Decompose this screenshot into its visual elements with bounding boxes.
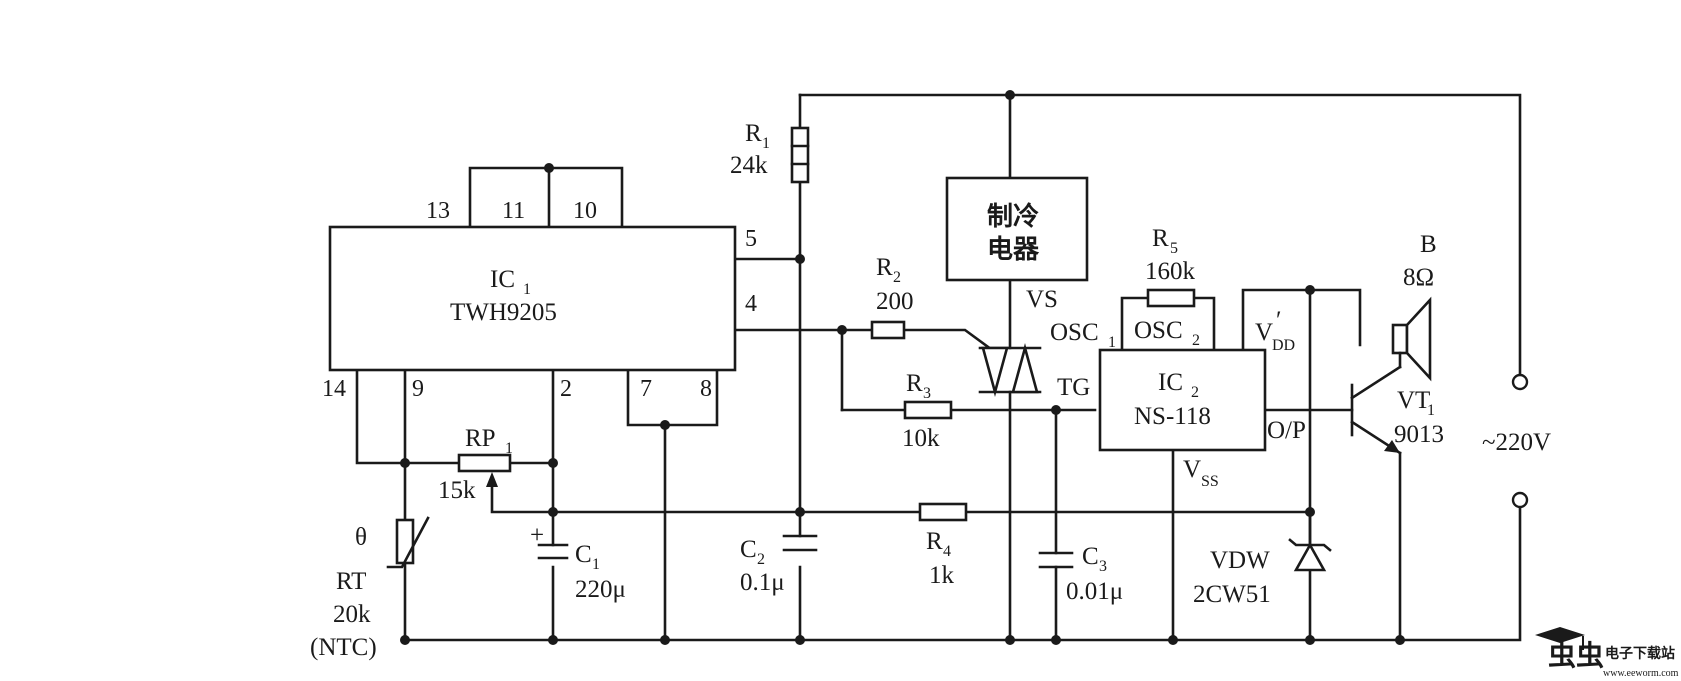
supply-label: ~220V xyxy=(1482,429,1551,456)
speaker-name: B xyxy=(1420,231,1437,258)
ic2-vdd-sub: DD xyxy=(1272,337,1295,354)
ac-supply-terminals: ~220V xyxy=(1482,373,1551,509)
r2-resistor: R 2 200 xyxy=(870,254,914,340)
r1-value: 24k xyxy=(730,152,768,179)
vdw-zener-diode: VDW 2CW51 xyxy=(1193,538,1332,608)
load-line2: 电器 xyxy=(987,235,1040,265)
r2-name: R xyxy=(876,254,893,281)
ic1-chip: IC 1 TWH9205 13 11 10 5 4 14 9 2 7 8 xyxy=(322,198,757,402)
rp1-value: 15k xyxy=(438,477,476,504)
ic2-tg: TG xyxy=(1057,374,1090,401)
refrigeration-appliance-load: 制冷 电器 xyxy=(945,176,1089,282)
c2-value: 0.1μ xyxy=(740,569,785,596)
rp1-name: RP xyxy=(465,425,496,452)
ic1-pin14: 14 xyxy=(322,376,346,402)
c3-capacitor: C 3 0.01μ xyxy=(1038,543,1123,605)
rt-type: (NTC) xyxy=(310,634,377,661)
r4-sub: 4 xyxy=(943,543,951,560)
r4-resistor: R 4 1k xyxy=(918,502,968,589)
vt1-transistor: VT 1 9013 xyxy=(1350,365,1444,455)
r3-resistor: R 3 10k xyxy=(902,370,953,452)
ic1-pin13: 13 xyxy=(426,198,450,224)
ic1-pin10: 10 xyxy=(573,198,597,224)
rt-name: RT xyxy=(336,568,366,595)
ic2-vss: V xyxy=(1183,456,1201,483)
rt-value: 20k xyxy=(333,601,371,628)
vt1-part: 9013 xyxy=(1394,421,1444,448)
ic2-osc1-sub: 1 xyxy=(1108,334,1116,351)
vt1-sub: 1 xyxy=(1427,402,1435,419)
c2-name: C xyxy=(740,536,757,563)
ic1-pin5: 5 xyxy=(745,226,757,252)
vs-triac: VS xyxy=(978,286,1058,397)
ic2-part: NS-118 xyxy=(1134,403,1211,430)
ic1-sub: 1 xyxy=(523,281,531,298)
ic2-osc1: OSC xyxy=(1050,319,1099,346)
watermark-url: www.eeworm.com xyxy=(1603,668,1679,679)
speaker-b: B 8Ω xyxy=(1391,231,1437,382)
site-watermark: 虫虫 电子下载站 www.eeworm.com xyxy=(1535,627,1679,679)
r1-resistor: R 1 24k xyxy=(730,120,810,184)
r1-sub: 1 xyxy=(762,135,770,152)
ic1-pin9: 9 xyxy=(412,376,424,402)
ic1-pin7: 7 xyxy=(640,376,652,402)
ic1-name: IC xyxy=(490,266,515,293)
ic2-osc2: OSC xyxy=(1134,317,1183,344)
ic1-part: TWH9205 xyxy=(450,299,557,326)
r3-name: R xyxy=(906,370,923,397)
c1-plus: + xyxy=(530,522,544,549)
vdw-part: 2CW51 xyxy=(1193,581,1271,608)
r1-name: R xyxy=(745,120,762,147)
r4-name: R xyxy=(926,528,943,555)
ic2-chip: IC 2 NS-118 OSC 1 OSC 2 TG V DD ′ O/P V … xyxy=(1050,307,1306,490)
ic2-sub: 2 xyxy=(1191,384,1199,401)
r3-sub: 3 xyxy=(923,385,931,402)
watermark-tagline: 电子下载站 xyxy=(1605,645,1675,662)
ic1-pin8: 8 xyxy=(700,376,712,402)
c1-sub: 1 xyxy=(592,556,600,573)
watermark-brand: 虫虫 xyxy=(1548,640,1604,672)
rt-theta: θ xyxy=(355,524,367,551)
r5-name: R xyxy=(1152,225,1169,252)
c1-name: C xyxy=(575,541,592,568)
ic2-vss-sub: SS xyxy=(1201,473,1219,490)
ic2-vdd: V xyxy=(1255,319,1273,346)
vs-name: VS xyxy=(1026,286,1058,313)
rp1-sub: 1 xyxy=(505,440,513,457)
ic1-pin11: 11 xyxy=(502,198,525,224)
load-line1: 制冷 xyxy=(987,201,1039,232)
r2-value: 200 xyxy=(876,288,914,315)
c1-capacitor: + C 1 220μ xyxy=(530,522,626,603)
c3-value: 0.01μ xyxy=(1066,578,1123,605)
wires xyxy=(355,93,1522,642)
c2-capacitor: C 2 0.1μ xyxy=(740,534,818,596)
vt1-name: VT xyxy=(1397,387,1430,414)
ic1-pin4: 4 xyxy=(745,291,757,317)
junction-dots xyxy=(400,90,1405,645)
rt-ntc-thermistor: θ RT 20k (NTC) xyxy=(310,516,430,661)
c2-sub: 2 xyxy=(757,551,765,568)
ic1-pin2: 2 xyxy=(560,376,572,402)
rp1-potentiometer: RP 1 15k xyxy=(438,425,513,504)
r3-value: 10k xyxy=(902,425,940,452)
ic2-op: O/P xyxy=(1267,417,1306,444)
r5-resistor: R 5 160k xyxy=(1145,225,1196,308)
c1-value: 220μ xyxy=(575,576,626,603)
c3-sub: 3 xyxy=(1099,558,1107,575)
ic2-vdd-prime: ′ xyxy=(1276,307,1281,334)
speaker-value: 8Ω xyxy=(1403,264,1434,291)
c3-name: C xyxy=(1082,543,1099,570)
r4-value: 1k xyxy=(929,562,955,589)
graduation-cap-icon xyxy=(1535,627,1585,643)
r5-sub: 5 xyxy=(1170,240,1178,257)
ic2-name: IC xyxy=(1158,369,1183,396)
r5-value: 160k xyxy=(1145,258,1196,285)
r2-sub: 2 xyxy=(893,269,901,286)
ic2-osc2-sub: 2 xyxy=(1192,332,1200,349)
vdw-name: VDW xyxy=(1210,547,1270,574)
